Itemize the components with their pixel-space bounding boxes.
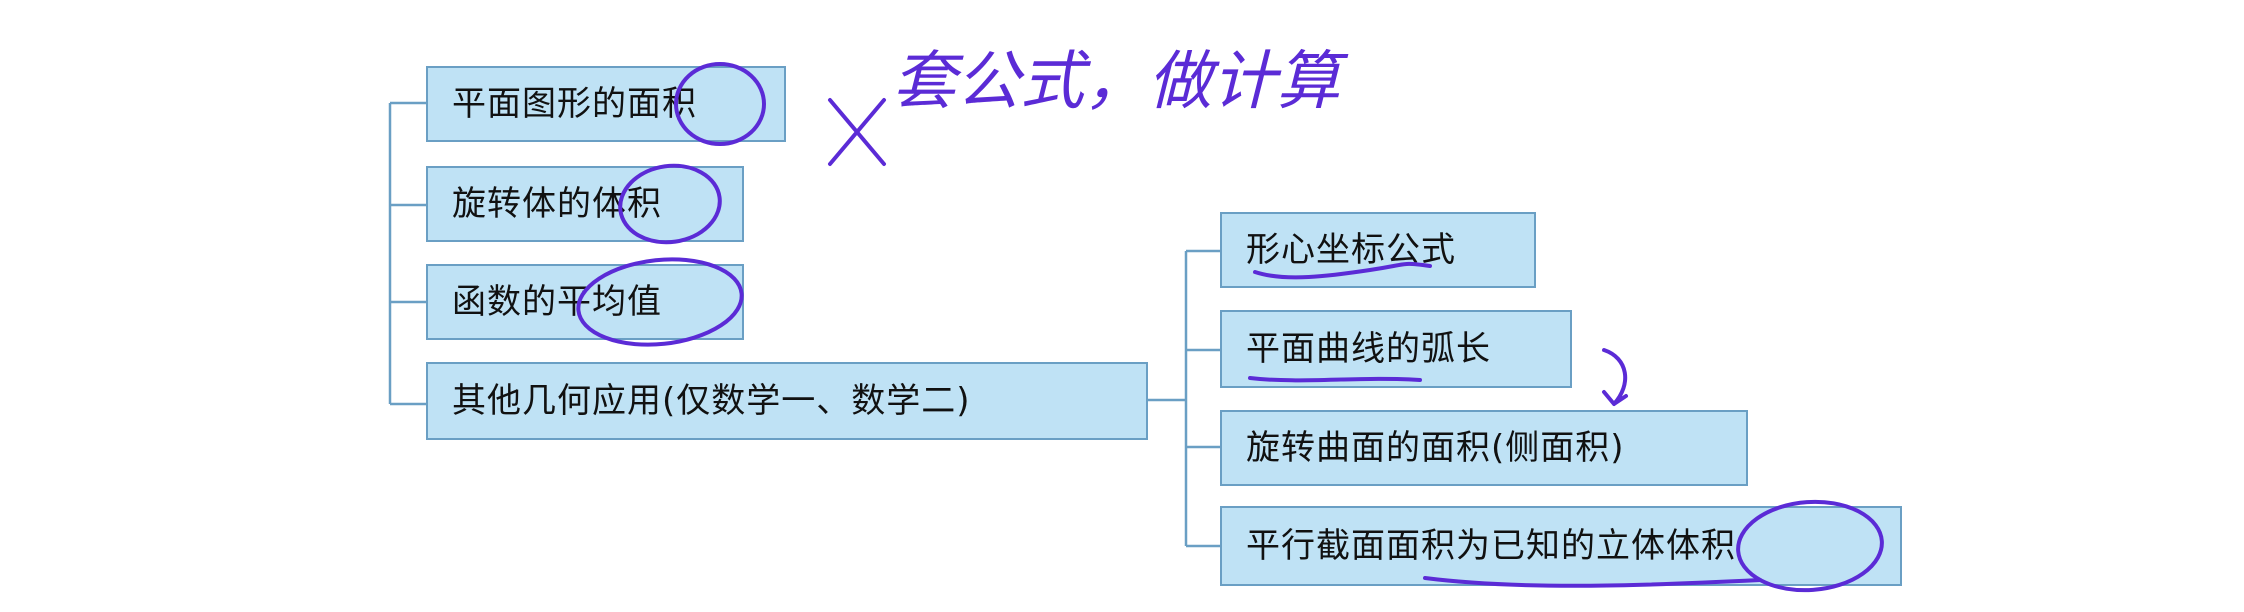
- node-label: 形心坐标公式: [1246, 230, 1456, 270]
- star-mark: [828, 98, 886, 166]
- node-label: 旋转曲面的面积(侧面积): [1246, 428, 1625, 468]
- underline-centroid: [1253, 261, 1432, 280]
- circle-mark-volume: [618, 163, 722, 245]
- node-label: 其他几何应用(仅数学一、数学二): [452, 381, 971, 421]
- underline-arc-length: [1248, 376, 1422, 383]
- node-other-geometry: 其他几何应用(仅数学一、数学二): [426, 362, 1148, 440]
- node-label: 平行截面面积为已知的立体体积: [1246, 526, 1736, 566]
- circle-mark-average: [576, 257, 744, 347]
- node-parallel-section-volume: 平行截面面积为已知的立体体积: [1220, 506, 1902, 586]
- handwritten-note: 套公式，做计算: [892, 45, 1340, 119]
- node-rotation-volume: 旋转体的体积: [426, 166, 744, 242]
- node-label: 函数的平均值: [452, 282, 662, 322]
- node-plane-area: 平面图形的面积: [426, 66, 786, 142]
- node-label: 平面曲线的弧长: [1246, 329, 1491, 369]
- circle-mark-solid-volume: [1736, 499, 1884, 593]
- arrow-mark: [1602, 348, 1628, 406]
- node-label: 旋转体的体积: [452, 184, 662, 224]
- node-surface-area: 旋转曲面的面积(侧面积): [1220, 410, 1748, 486]
- underline-solid-volume: [1423, 576, 1762, 588]
- node-label: 平面图形的面积: [452, 84, 697, 124]
- node-arc-length: 平面曲线的弧长: [1220, 310, 1572, 388]
- circle-mark-area: [674, 62, 766, 146]
